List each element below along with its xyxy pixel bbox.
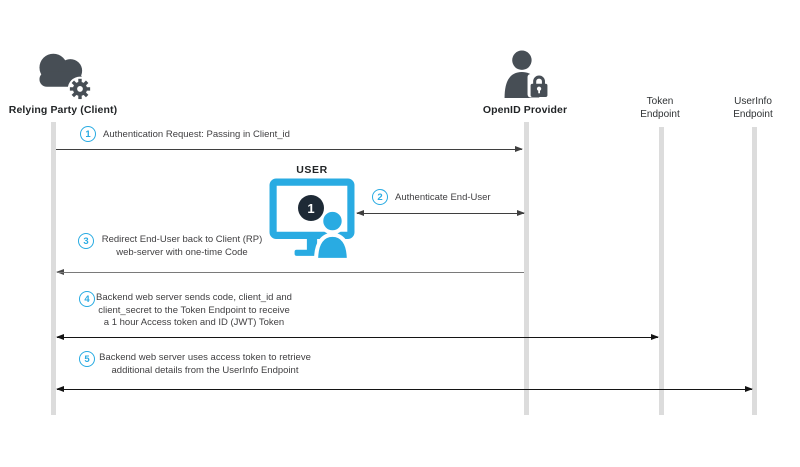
arrowhead-right [745,386,753,392]
step-2-text: Authenticate End-User [395,192,491,205]
arrowhead-right [515,146,523,152]
user-label: USER [296,164,328,176]
arrow-token-exchange [56,334,659,341]
step-4-text: Backend web server sends code, client_id… [95,292,293,330]
step-4-line-3: a 1 hour Access token and ID (JWT) Token [103,317,285,329]
participant-label-token-endpoint: Token Endpoint [640,96,680,120]
user-figure: USER 1 [269,164,355,260]
step-4-line-2: client_secret to the Token Endpoint to r… [98,304,290,316]
step-2-number: 2 [372,189,388,205]
step-5-text: Backend web server uses access token to … [98,352,312,377]
user-lock-icon [500,50,552,99]
step-1-number: 1 [80,126,96,142]
cloud-gear-icon [32,46,96,102]
arrow-userinfo-request [56,386,753,393]
step-4-line-1: Backend web server sends code, client_id… [96,292,292,303]
step-2-line-1: Authenticate End-User [395,192,491,203]
lifeline-openid-provider [524,122,529,415]
step-3-number: 3 [78,233,94,249]
screen-step-badge: 1 [298,195,324,221]
step-3-line-1: Redirect End-User back to Client (RP) [101,234,263,245]
participant-label-userinfo-endpoint: UserInfo Endpoint [733,96,773,120]
participant-label-openid-provider: OpenID Provider [482,104,568,116]
arrowhead-right [517,210,525,216]
step-3-text: Redirect End-User back to Client (RP) we… [98,234,266,259]
step-1-text: Authentication Request: Passing in Clien… [103,129,290,142]
lifeline-userinfo-endpoint [752,127,757,415]
step-1-line-1: Authentication Request: Passing in Clien… [103,129,290,140]
arrow-redirect-code [56,269,524,276]
lifeline-token-endpoint [659,127,664,415]
participant-label-relying-party: Relying Party (Client) [8,104,118,116]
step-3-line-2: web-server with one-time Code [116,246,248,258]
arrow-authenticate-user [356,210,525,217]
step-5-number: 5 [79,351,95,367]
arrowhead-right [651,334,659,340]
lifeline-relying-party [51,122,56,415]
step-4-number: 4 [79,291,95,307]
step-5-line-2: additional details from the UserInfo End… [111,364,299,376]
step-5-line-1: Backend web server uses access token to … [99,352,311,363]
arrow-auth-request [56,146,523,153]
